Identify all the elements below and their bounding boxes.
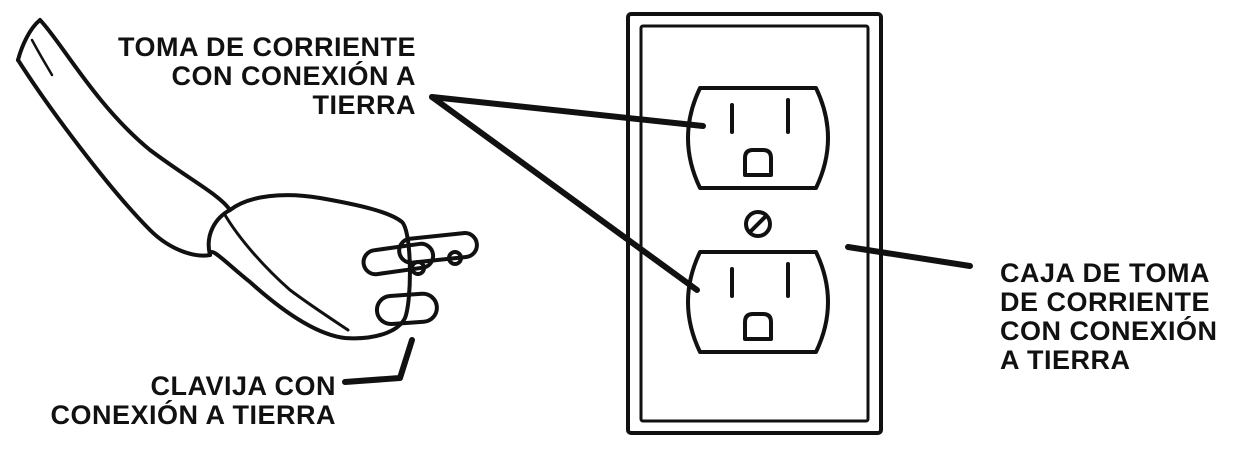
- screw-icon: [744, 210, 772, 238]
- label-line: CON CONEXIÓN: [1000, 316, 1218, 346]
- label-line: CONEXIÓN A TIERRA: [50, 400, 336, 430]
- leader-lines: [342, 94, 973, 385]
- power-cord-icon: [16, 18, 232, 258]
- label-line: TOMA DE CORRIENTE: [117, 32, 416, 62]
- label-line: A TIERRA: [1000, 345, 1131, 375]
- duplex-receptacle-icon: [686, 86, 830, 190]
- wall-plate-icon: [626, 12, 883, 435]
- label-line: CAJA DE TOMA: [1000, 258, 1211, 288]
- label-grounded-outlet: TOMA DE CORRIENTE CON CONEXIÓN A TIERRA: [118, 33, 416, 120]
- label-line: CON CONEXIÓN A: [171, 61, 416, 91]
- label-line: TIERRA: [312, 90, 416, 120]
- label-grounded-plug: CLAVIJA CON CONEXIÓN A TIERRA: [50, 372, 336, 430]
- label-line: CLAVIJA CON: [150, 371, 336, 401]
- grounded-plug-icon: [206, 193, 479, 341]
- label-grounded-outlet-box: CAJA DE TOMA DE CORRIENTE CON CONEXIÓN A…: [1000, 259, 1218, 375]
- duplex-receptacle-icon: [686, 250, 830, 354]
- label-line: DE CORRIENTE: [1000, 287, 1211, 317]
